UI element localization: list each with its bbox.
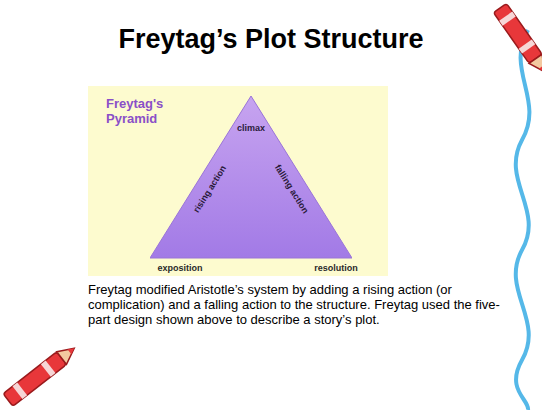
caption-text: Freytag modified Aristotle’s system by a… xyxy=(88,282,513,327)
wavy-line xyxy=(516,30,530,410)
triangle-shape xyxy=(150,94,352,260)
climax-label: climax xyxy=(237,123,265,133)
crayon xyxy=(493,3,542,76)
crayon xyxy=(3,342,79,406)
pyramid-panel: Freytag's Pyramidclimaxrising actionfall… xyxy=(88,86,388,276)
pyramid-triangle: climaxrising actionfalling action xyxy=(150,94,352,260)
slide-title: Freytag’s Plot Structure xyxy=(0,24,542,55)
stage-label: exposition xyxy=(157,263,202,273)
panel-heading: Freytag's Pyramid xyxy=(106,96,176,126)
stage-label: resolution xyxy=(314,263,358,273)
